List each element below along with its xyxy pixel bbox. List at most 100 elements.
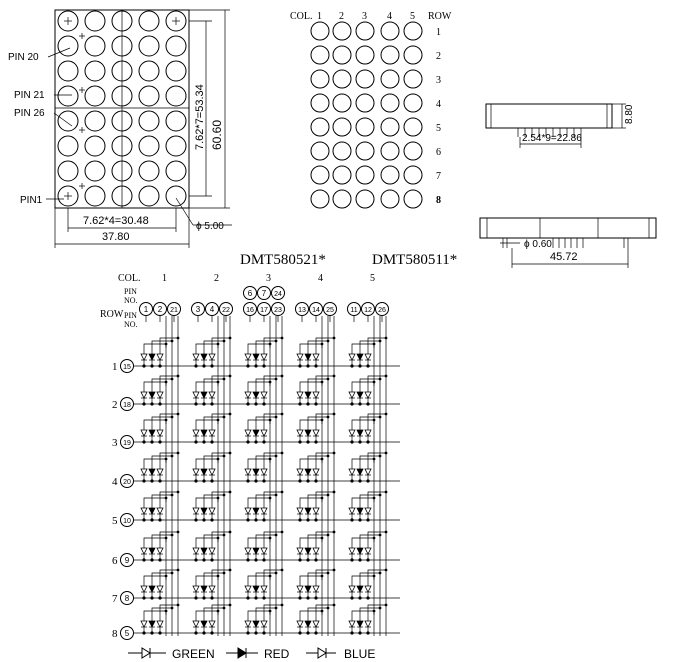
- red-led-diode: [200, 463, 208, 481]
- dot-map-dot: [380, 117, 400, 137]
- led-cell: [244, 490, 284, 522]
- legend-red-label: RED: [264, 647, 290, 661]
- red-led-diode: [148, 580, 156, 598]
- led-cell: [296, 603, 336, 635]
- front-dot: [111, 110, 133, 132]
- svg-text:3: 3: [196, 305, 201, 314]
- junction-dot: [150, 558, 154, 562]
- junction-dot: [314, 402, 318, 406]
- schematic-row-number: 1: [112, 361, 118, 373]
- front-dot: [138, 110, 160, 132]
- red-led-diode: [252, 542, 260, 560]
- junction-dot: [194, 479, 198, 483]
- dot-map-dot: [403, 69, 423, 89]
- pin-1-label: PIN1: [20, 195, 43, 206]
- junction-dot: [246, 518, 250, 522]
- junction-dot: [210, 631, 214, 635]
- led-cell: [244, 530, 284, 562]
- red-led-diode: [304, 502, 312, 520]
- junction-dot: [358, 479, 362, 483]
- front-dot: [57, 110, 79, 132]
- front-dot: [138, 60, 160, 82]
- red-led-diode: [148, 463, 156, 481]
- led-diode: [296, 463, 304, 481]
- junction-dot: [262, 364, 266, 368]
- junction-dot: [358, 596, 362, 600]
- junction-dot: [350, 479, 354, 483]
- led-diode: [156, 580, 164, 598]
- led-diode: [140, 424, 148, 442]
- front-dot-grid: [57, 10, 187, 207]
- legend: GREEN RED BLUE: [128, 647, 375, 661]
- junction-dot: [350, 402, 354, 406]
- part-number-1: DMT580521*: [240, 252, 326, 268]
- led-diode: [156, 386, 164, 404]
- dot-map-dot: [310, 21, 330, 41]
- junction-dot: [314, 631, 318, 635]
- svg-text:21: 21: [170, 307, 178, 314]
- dot-map-dot: [332, 165, 352, 185]
- dot-map-dot: [403, 45, 423, 65]
- dim-length: 45.72: [550, 251, 578, 263]
- junction-dot: [246, 364, 250, 368]
- front-dot: [165, 160, 187, 182]
- junction-dot: [202, 596, 206, 600]
- led-diode: [364, 502, 372, 520]
- junction-dot: [202, 440, 206, 444]
- junction-dot: [210, 402, 214, 406]
- junction-dot: [350, 364, 354, 368]
- dot-map-row-number: 5: [436, 123, 441, 134]
- led-cell: [244, 568, 284, 600]
- svg-text:24: 24: [274, 291, 282, 298]
- red-led-diode: [304, 580, 312, 598]
- led-cell: [140, 412, 180, 444]
- junction-dot: [262, 558, 266, 562]
- pin-number-badge: 11: [347, 302, 361, 316]
- junction-dot: [298, 479, 302, 483]
- led-diode: [244, 580, 252, 598]
- junction-dot: [210, 479, 214, 483]
- svg-text:7: 7: [262, 289, 267, 298]
- led-diode: [364, 615, 372, 633]
- schematic-col-number: 4: [318, 273, 323, 284]
- led-cell: [296, 412, 336, 444]
- junction-dot: [158, 596, 162, 600]
- junction-dot: [202, 364, 206, 368]
- svg-text:15: 15: [123, 364, 131, 371]
- red-led-diode: [304, 386, 312, 404]
- junction-dot: [298, 402, 302, 406]
- dim-cols-pitch: 7.62*4=30.48: [83, 215, 149, 227]
- front-dot: [138, 35, 160, 57]
- led-cell: [244, 336, 284, 368]
- junction-dot: [194, 596, 198, 600]
- junction-dot: [194, 631, 198, 635]
- junction-dot: [358, 631, 362, 635]
- junction-dot: [194, 558, 198, 562]
- dim-pin-diameter: ϕ 0.60: [524, 239, 552, 250]
- led-diode: [244, 542, 252, 560]
- dot-map-dot: [355, 93, 375, 113]
- schematic-col-pin-title-a: PIN: [124, 287, 137, 296]
- dot-map-dot: [380, 189, 400, 209]
- led-diode: [312, 580, 320, 598]
- junction-dot: [254, 402, 258, 406]
- schematic-row-number: 4: [112, 476, 118, 488]
- led-cell: [192, 336, 232, 368]
- junction-dot: [350, 440, 354, 444]
- dot-map-dot: [332, 141, 352, 161]
- red-led-diode: [148, 542, 156, 560]
- svg-text:20: 20: [123, 479, 131, 486]
- junction-dot: [314, 479, 318, 483]
- pin-number-badge: 23: [271, 302, 285, 316]
- schematic-col-pin-title-b: NO.: [124, 296, 138, 305]
- junction-dot: [150, 440, 154, 444]
- front-dot: [84, 35, 106, 57]
- schematic-row-pin-title-a: PIN: [124, 311, 137, 320]
- junction-dot: [366, 402, 370, 406]
- led-diode: [260, 463, 268, 481]
- front-dot: [165, 85, 187, 107]
- led-diode: [192, 463, 200, 481]
- junction-dot: [358, 440, 362, 444]
- led-cell: [244, 412, 284, 444]
